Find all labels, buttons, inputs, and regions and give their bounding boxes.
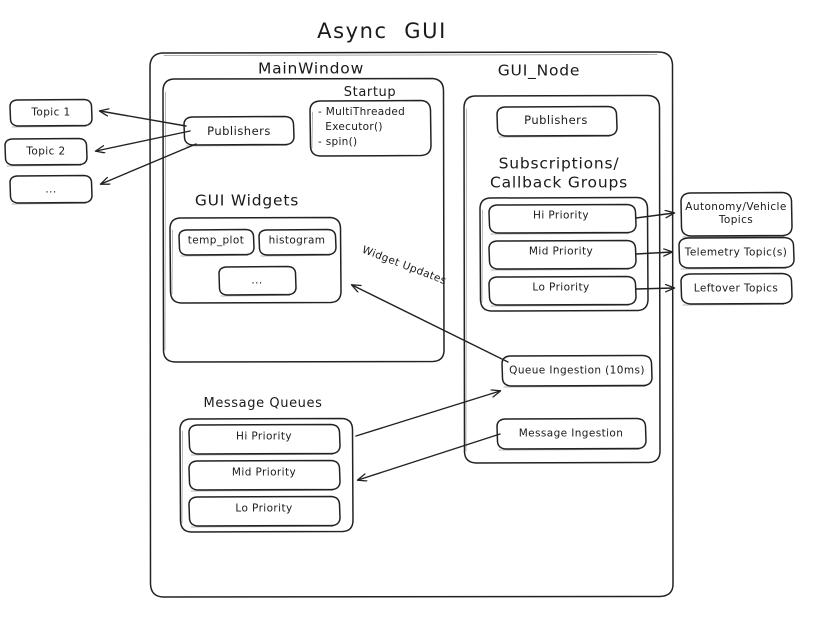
startup-items: - MultiThreaded Executor() - spin() (318, 106, 406, 149)
topic-ellipsis-node[interactable] (10, 176, 92, 203)
widget-ellipsis-node[interactable] (219, 267, 296, 295)
startup-title: Startup (343, 84, 397, 100)
mq-hi-node[interactable] (189, 425, 340, 454)
temp-plot-node[interactable] (179, 230, 254, 255)
leftover-topics-node[interactable] (681, 274, 792, 304)
gui-node-title: GUI_Node (497, 61, 581, 80)
arrow-queues-to-queue-ingestion (355, 391, 500, 437)
topic-2-node[interactable] (5, 139, 87, 165)
widget-ellipsis-label: ... (251, 274, 263, 287)
arrow-publishers-to-topic1 (100, 111, 187, 127)
mq-lo-node[interactable] (189, 497, 340, 526)
message-ingestion-label: Message Ingestion (518, 427, 624, 440)
mq-mid-node[interactable] (189, 461, 340, 490)
gui-widgets-title: GUI Widgets (194, 191, 300, 210)
sub-mid-node[interactable] (489, 241, 636, 269)
arrow-lo-to-leftover (635, 288, 674, 289)
mq-lo-label: Lo Priority (235, 502, 293, 515)
queue-ingestion-node[interactable] (502, 356, 652, 386)
queue-ingestion-label: Queue Ingestion (10ms) (509, 364, 645, 377)
topic-2-label: Topic 2 (26, 145, 66, 158)
subscriptions-title: Subscriptions/ Callback Groups (490, 154, 628, 192)
gui-node-publishers-node[interactable] (497, 107, 617, 136)
topic-1-node[interactable] (10, 100, 92, 126)
startup-node[interactable] (310, 101, 431, 156)
sub-hi-label: Hi Priority (533, 209, 589, 222)
widget-histogram-label: histogram (268, 234, 326, 247)
autonomy-topics-node[interactable] (681, 193, 792, 236)
arrow-mid-to-telemetry (635, 252, 672, 254)
sub-mid-label: Mid Priority (528, 245, 594, 258)
sub-lo-node[interactable] (489, 277, 636, 305)
mainwindow-title: MainWindow (257, 59, 365, 78)
telemetry-topics-node[interactable] (679, 238, 794, 268)
widget-updates-edge-label: Widget Updates (360, 243, 449, 288)
message-ingestion-node[interactable] (497, 419, 646, 449)
histogram-node[interactable] (259, 230, 336, 255)
leftover-topics-label: Leftover Topics (693, 282, 779, 295)
topic-ellipsis-label: ... (45, 183, 57, 196)
sub-lo-label: Lo Priority (532, 281, 590, 294)
telemetry-topics-label: Telemetry Topic(s) (684, 246, 788, 259)
mainwindow-publishers-label: Publishers (207, 123, 271, 138)
widget-temp-plot-label: temp_plot (187, 234, 245, 247)
mq-mid-label: Mid Priority (231, 466, 297, 479)
arrow-publishers-to-topic2 (96, 130, 191, 151)
gui-node-publishers-label: Publishers (524, 112, 588, 127)
message-queues-title: Message Queues (203, 395, 323, 411)
mainwindow-publishers-node[interactable] (184, 117, 294, 145)
arrow-widget-updates (352, 285, 509, 363)
topic-1-label: Topic 1 (31, 106, 71, 119)
mq-hi-label: Hi Priority (236, 430, 292, 443)
sub-hi-node[interactable] (489, 205, 636, 233)
arrow-publishers-to-topic-ellipsis (101, 143, 197, 184)
arrow-hi-to-autonomy (635, 213, 674, 219)
page-title: Async GUI (317, 18, 447, 43)
arrow-message-ingestion-to-queues (358, 433, 501, 480)
autonomy-topics-label: Autonomy/Vehicle Topics (685, 200, 787, 226)
